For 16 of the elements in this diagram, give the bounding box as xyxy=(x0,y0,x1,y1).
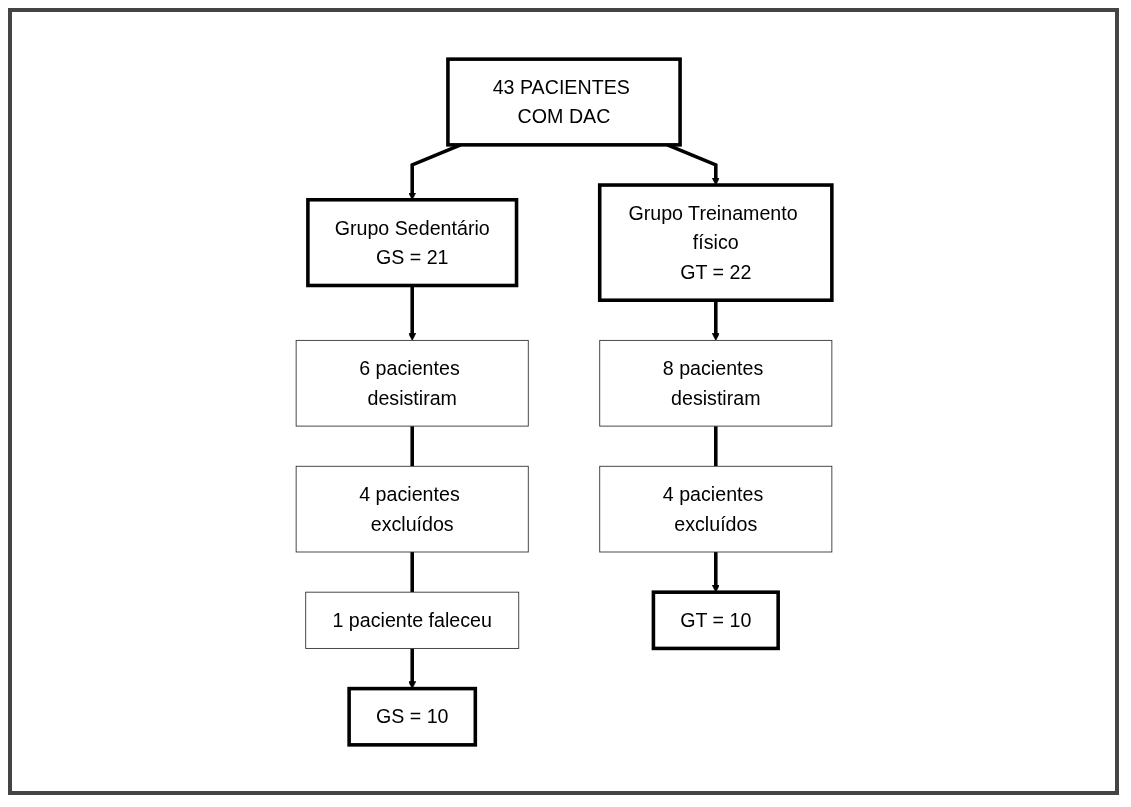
node-box: Grupo Treinamento físico GT = 22 xyxy=(597,182,834,302)
node-box: 1 paciente faleceu xyxy=(304,591,519,649)
node-box: 6 pacientes desistiram xyxy=(295,339,529,427)
node-box: 4 pacientes excluídos xyxy=(295,465,529,552)
arrow xyxy=(711,299,720,341)
connector xyxy=(409,425,414,466)
arrow xyxy=(407,285,416,341)
node-box: GT = 10 xyxy=(651,589,780,650)
node-box: 8 pacientes desistiram xyxy=(598,339,832,427)
connector xyxy=(713,425,718,466)
node-box: GS = 10 xyxy=(346,686,477,747)
connector xyxy=(409,551,414,592)
node-box: Grupo Sedentário GS = 21 xyxy=(305,197,518,287)
node-box: 4 pacientes excluídos xyxy=(598,465,832,552)
node-box: 43 PACIENTES COM DAC xyxy=(445,56,682,147)
arrow xyxy=(407,647,416,689)
